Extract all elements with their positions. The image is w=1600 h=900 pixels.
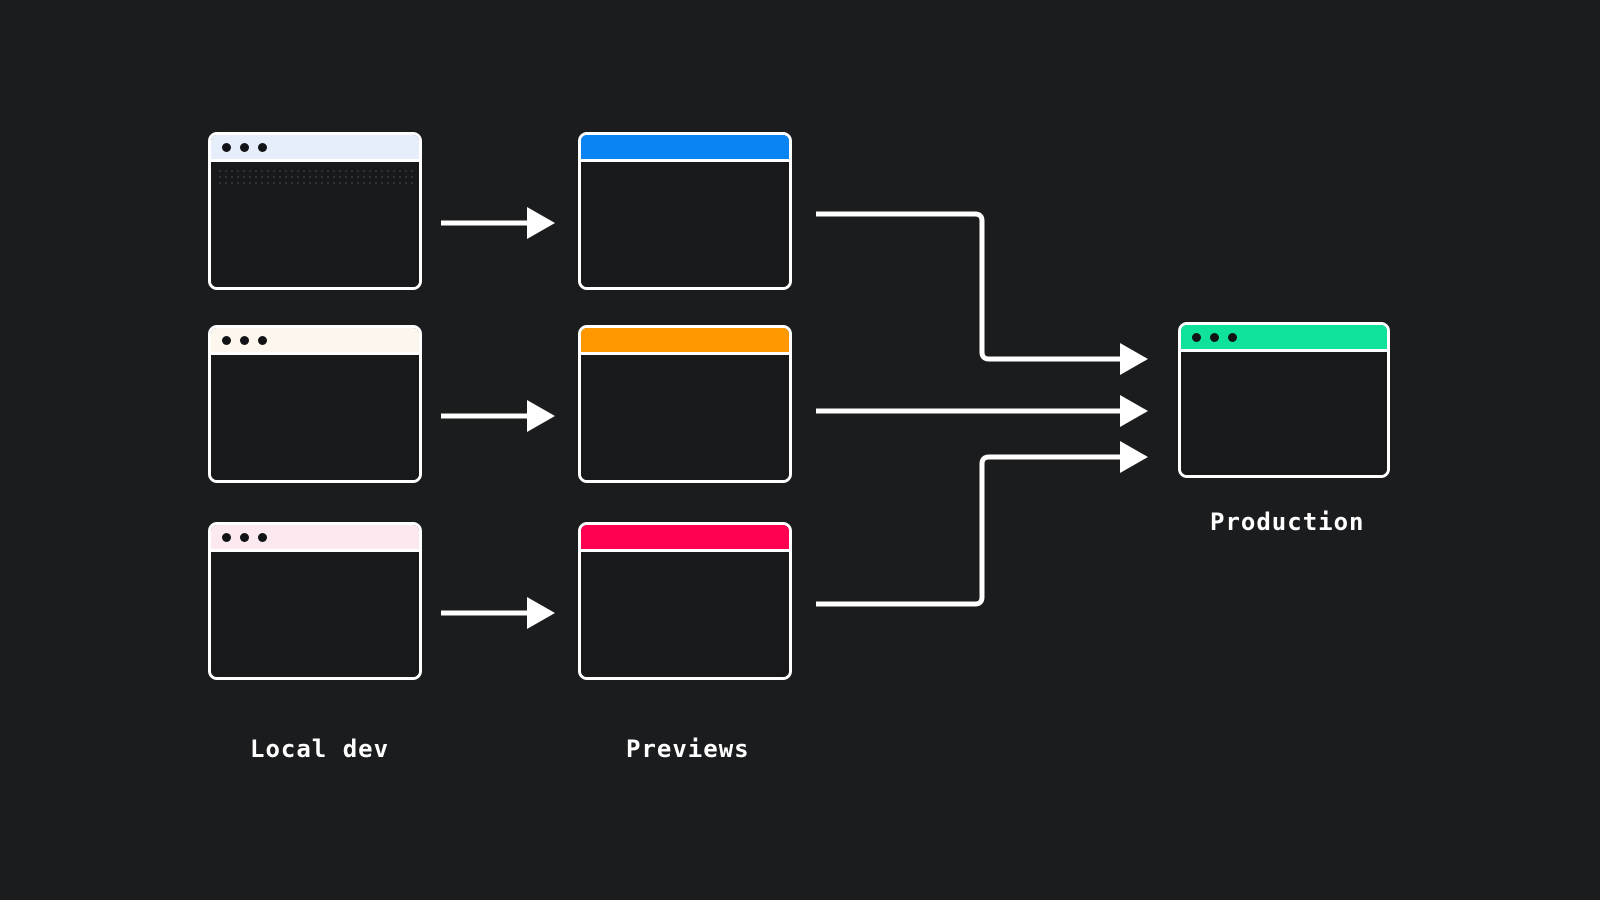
local-window-3-body (211, 552, 419, 677)
preview-window-2[interactable] (578, 325, 792, 483)
production-window[interactable] (1178, 322, 1390, 478)
local-window-1-body (211, 162, 419, 287)
column-label-local-dev: Local dev (250, 735, 390, 763)
preview-window-3-titlebar (581, 525, 789, 552)
preview-window-1-titlebar (581, 135, 789, 162)
window-dot-close-icon (222, 142, 231, 152)
production-window-body (1181, 352, 1387, 475)
arrow-preview1-to-production (816, 211, 1148, 375)
window-dot-minimize-icon (1210, 332, 1219, 342)
window-dot-maximize-icon (258, 532, 267, 542)
local-window-1[interactable] (208, 132, 422, 290)
column-label-previews: Previews (626, 735, 750, 763)
preview-window-3[interactable] (578, 522, 792, 680)
local-window-3-titlebar (211, 525, 419, 552)
window-dot-minimize-icon (240, 142, 249, 152)
window-dot-maximize-icon (1228, 332, 1237, 342)
preview-window-2-titlebar (581, 328, 789, 355)
local-window-2[interactable] (208, 325, 422, 483)
preview-window-2-body (581, 355, 789, 480)
window-dot-minimize-icon (240, 335, 249, 345)
local-window-2-body (211, 355, 419, 480)
window-dot-maximize-icon (258, 335, 267, 345)
window-dot-close-icon (222, 532, 231, 542)
local-window-1-titlebar (211, 135, 419, 162)
window-dot-minimize-icon (240, 532, 249, 542)
arrow-preview3-to-production (816, 440, 1148, 607)
preview-window-1-body (581, 162, 789, 287)
local-window-3[interactable] (208, 522, 422, 680)
window-dot-close-icon (1192, 332, 1201, 342)
preview-window-1[interactable] (578, 132, 792, 290)
production-window-titlebar (1181, 325, 1387, 352)
local-window-2-titlebar (211, 328, 419, 355)
preview-window-3-body (581, 552, 789, 677)
window-dot-maximize-icon (258, 142, 267, 152)
column-label-production: Production (1210, 508, 1365, 536)
window-dot-close-icon (222, 335, 231, 345)
